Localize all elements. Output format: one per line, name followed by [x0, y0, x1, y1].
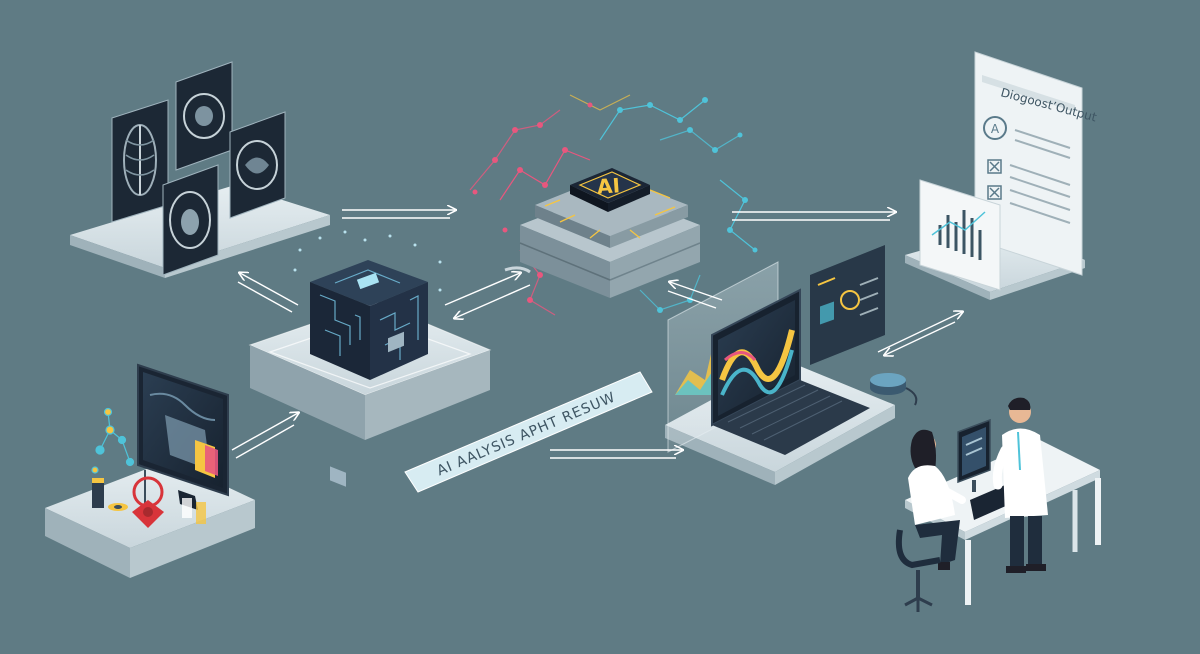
medical-scan-icon — [229, 111, 286, 219]
cube-particles — [293, 230, 442, 292]
report-text-lines — [1009, 129, 1071, 224]
ai-processor-unit: AI — [469, 94, 758, 316]
medical-scan-icon — [162, 164, 219, 276]
arrow-ai-to-output — [732, 212, 895, 221]
monitor-icon — [137, 363, 229, 510]
lab-equipment-icon — [92, 470, 206, 528]
doctor-icon — [895, 429, 966, 612]
diagnostic-output-station: A Diogoost’Output — [905, 51, 1098, 300]
arrow-cube-to-scans — [238, 273, 299, 313]
device-icon — [870, 373, 918, 406]
arrow-scans-to-ai — [342, 210, 455, 219]
circuit-traces — [544, 189, 676, 239]
scan-platform-right-side — [165, 215, 330, 278]
doctor-consultation — [895, 397, 1101, 612]
monitor-icon — [957, 418, 991, 492]
arrow-lab-to-cube — [231, 413, 298, 459]
checkbox-icon — [987, 159, 1002, 174]
arrow-laptop-to-ai — [668, 282, 723, 309]
circuit-cube-icon — [310, 260, 428, 487]
ai-chip-label: AI — [596, 173, 621, 199]
neural-cube-station — [248, 230, 492, 487]
laptop-icon — [970, 485, 1008, 520]
analytics-workstation — [665, 245, 918, 485]
medical-scan-icon — [175, 61, 233, 171]
arrow-banner-to-laptop — [550, 450, 682, 459]
doctor-icon — [992, 397, 1048, 573]
report-document-icon: A — [974, 51, 1083, 276]
medical-scan-icon — [111, 99, 169, 223]
cable — [504, 266, 531, 274]
dashboard-panel — [810, 245, 885, 365]
analysis-banner-text: AI AALYSIS APHT RESUW — [435, 389, 619, 479]
scan-panels-station — [70, 61, 330, 278]
area-chart-icon — [675, 350, 712, 395]
flow-arrows — [231, 210, 962, 459]
laptop-icon — [711, 288, 870, 455]
arrow-laptop-output-bidirectional — [877, 312, 962, 355]
scan-platform-left-side — [70, 235, 165, 278]
lab-workstation — [45, 363, 255, 578]
checkbox-icon — [987, 185, 1002, 200]
network-nodes-cyan — [617, 97, 758, 313]
molecule-icon — [91, 407, 135, 474]
ai-chip-icon — [570, 168, 650, 212]
arrow-cube-ai-bidirectional — [444, 273, 531, 318]
chart-card-icon — [919, 179, 1001, 291]
network-nodes-pink — [472, 102, 593, 303]
report-badge-letter: A — [991, 122, 1000, 136]
